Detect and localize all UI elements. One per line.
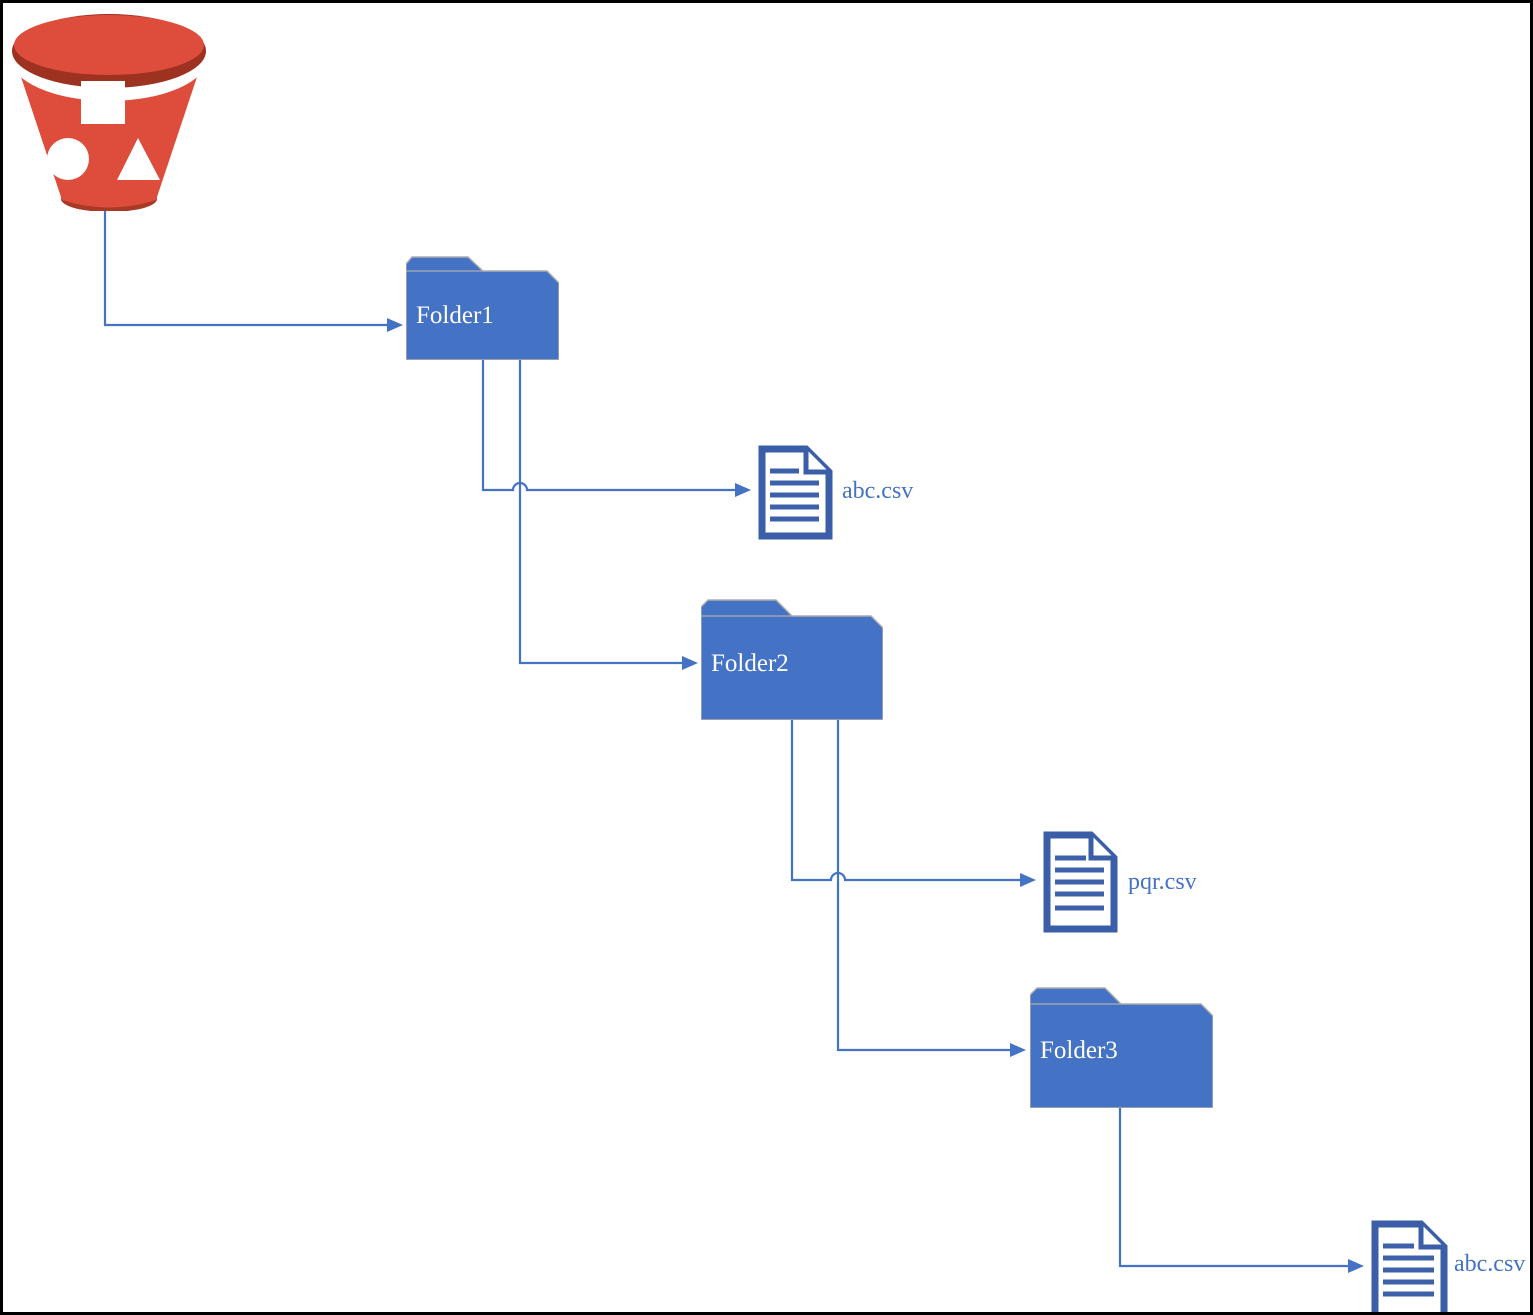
folder-icon: [1030, 987, 1213, 1108]
file-node-pqr-csv: [1040, 831, 1118, 933]
file-label: abc.csv: [1454, 1251, 1526, 1277]
folder-icon: [701, 599, 883, 720]
arrowhead-icon: [387, 318, 403, 332]
bucket-circle-glyph: [47, 138, 89, 180]
folder-node-folder1: Folder1: [406, 256, 559, 360]
file-label: pqr.csv: [1128, 869, 1197, 895]
folder-node-folder2: Folder2: [701, 598, 883, 720]
edge-folder1-file1: [481, 360, 735, 492]
file-label: abc.csv: [842, 478, 914, 504]
document-icon: [1371, 1220, 1448, 1312]
folder-label: Folder3: [1040, 1037, 1118, 1064]
bucket-triangle-glyph: [117, 138, 160, 180]
folder-node-folder3: Folder3: [1030, 986, 1213, 1108]
edge-folder3-file3: [1118, 1108, 1348, 1268]
edge-folder2-file2: [790, 720, 1020, 882]
s3-bucket-icon: [10, 13, 208, 212]
document-icon: [1043, 831, 1118, 933]
folder-label: Folder1: [416, 302, 494, 329]
edge-folder2-folder3: [836, 720, 1010, 1052]
folder-label: Folder2: [711, 650, 789, 677]
bucket-square-glyph: [81, 81, 125, 124]
document-icon: [758, 445, 833, 540]
arrowhead-icon: [1010, 1043, 1026, 1057]
s3-bucket-node: [7, 9, 208, 212]
edge-folder1-folder2: [518, 360, 682, 665]
arrowhead-icon: [1348, 1259, 1364, 1273]
arrowhead-icon: [682, 656, 698, 670]
file-node-abc-csv-1: [755, 445, 833, 540]
arrowhead-icon: [735, 483, 751, 497]
folder-icon: [406, 256, 559, 360]
arrowhead-icon: [1020, 873, 1036, 887]
edge-bucket-folder1: [103, 209, 387, 327]
file-node-abc-csv-2: [1368, 1220, 1448, 1312]
